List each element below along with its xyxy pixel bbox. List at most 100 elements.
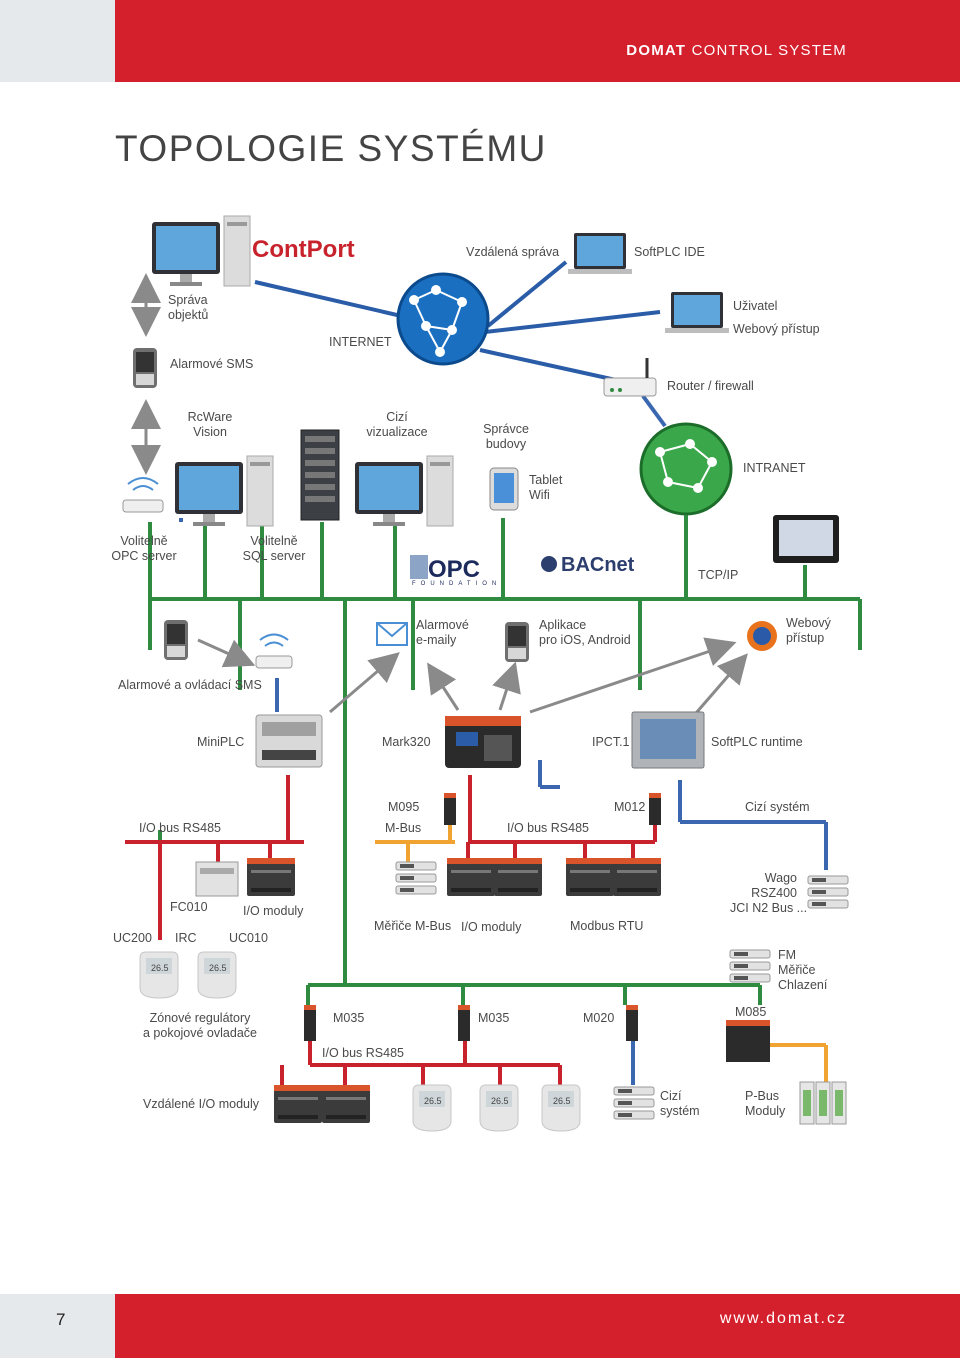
- ipct-icon: [631, 711, 705, 769]
- m085-icon: [726, 1020, 770, 1062]
- io-module-icon: [274, 1085, 322, 1123]
- label-irc: IRC: [175, 931, 197, 945]
- header-red-band: [115, 0, 960, 82]
- label-m035-2: M035: [478, 1011, 510, 1025]
- meter-icon: [395, 861, 437, 871]
- website-link[interactable]: www.domat.cz: [719, 1310, 847, 1327]
- thermostat-icon: [541, 1084, 581, 1132]
- label-io-bus: I/O bus RS485: [139, 821, 221, 835]
- label-m020: M020: [583, 1011, 615, 1025]
- label-mbus: M-Bus: [385, 821, 422, 835]
- server-rack-icon: [300, 429, 340, 521]
- thermostat-icon: [197, 951, 237, 999]
- tablet-icon: [489, 467, 519, 511]
- globe-internet-icon: [396, 272, 490, 366]
- m012-icon: [649, 793, 661, 825]
- io-module-icon: [322, 1085, 370, 1123]
- label-miniplc: MiniPLC: [197, 735, 245, 749]
- mark320-icon: [445, 716, 521, 768]
- blue-links: [179, 518, 828, 870]
- tcpip-network: [148, 515, 862, 1005]
- footer-red-band: [115, 1294, 960, 1358]
- internet-links: [254, 260, 661, 384]
- label-io-moduly-2: I/O moduly: [461, 920, 522, 934]
- mbus-network: [375, 825, 828, 1085]
- label-router: Router / firewall: [667, 379, 754, 393]
- wifi-router-icon: [122, 477, 164, 513]
- label-m085: M085: [735, 1005, 767, 1019]
- io-module-icon: [566, 858, 614, 896]
- page-number: 7: [56, 1310, 66, 1329]
- svg-text:OPC: OPC: [428, 556, 480, 583]
- brand-name: DOMAT CONTROL SYSTEM: [626, 42, 847, 59]
- meter-icon: [613, 1098, 655, 1108]
- label-tcpip: TCP/IP: [698, 568, 739, 582]
- label-softplc-runtime: SoftPLC runtime: [711, 735, 803, 749]
- label-fc010: FC010: [170, 900, 208, 914]
- contport-logo: ContPort: [252, 236, 355, 263]
- label-uc200: UC200: [113, 931, 152, 945]
- m035-icon: [304, 1005, 316, 1041]
- pc-icon: [354, 455, 454, 527]
- phone-icon: [133, 348, 157, 388]
- label-vzdalena-sprava: Vzdálená správa: [466, 245, 560, 259]
- label-alarmove-ovladaci: Alarmové a ovládací SMS: [118, 678, 262, 692]
- svg-text:BACnet: BACnet: [561, 554, 635, 576]
- label-m095: M095: [388, 800, 420, 814]
- pc-icon: [151, 215, 251, 287]
- m020-icon: [626, 1005, 638, 1041]
- footer-grey-block: [0, 1294, 115, 1358]
- thermostat-icon: [412, 1084, 452, 1132]
- label-io-bus-2: I/O bus RS485: [507, 821, 589, 835]
- meter-icon: [807, 875, 849, 885]
- label-m035: M035: [333, 1011, 365, 1025]
- browser-icon: [747, 621, 777, 651]
- header-grey-block: [0, 0, 115, 82]
- meter-icon: [729, 973, 771, 983]
- globe-intranet-icon: [639, 422, 733, 516]
- io-module-icon: [494, 858, 542, 896]
- wifi-router-icon: [255, 633, 293, 669]
- phone-icon: [505, 622, 529, 662]
- svg-text:ContPort: ContPort: [252, 236, 355, 263]
- io-module-icon: [247, 858, 295, 896]
- pbus-modules-icon: [799, 1081, 847, 1125]
- label-ipct: IPCT.1: [592, 735, 630, 749]
- m095-icon: [444, 793, 456, 825]
- email-icon: [376, 622, 408, 646]
- fc010-icon: [195, 861, 239, 897]
- label-uzivatel: Uživatel: [733, 299, 778, 313]
- io-module-icon: [613, 858, 661, 896]
- miniplc-icon: [255, 714, 323, 768]
- meter-icon: [613, 1110, 655, 1120]
- thermostat-icon: [479, 1084, 519, 1132]
- meter-icon: [395, 873, 437, 883]
- label-cizi-system: Cizí systém: [745, 800, 810, 814]
- meter-icon: [729, 949, 771, 959]
- meter-icon: [807, 899, 849, 909]
- label-internet: INTERNET: [329, 335, 392, 349]
- label-softplc-ide: SoftPLC IDE: [634, 245, 705, 259]
- label-webovy-pristup: Webový přístup: [733, 322, 820, 336]
- label-m012: M012: [614, 800, 646, 814]
- meter-icon: [613, 1086, 655, 1096]
- io-module-icon: [447, 858, 495, 896]
- page-title: TOPOLOGIE SYSTÉMU: [115, 128, 547, 169]
- label-vzdalene-io: Vzdálené I/O moduly: [143, 1097, 260, 1111]
- label-uc010: UC010: [229, 931, 268, 945]
- label-io-bus-3: I/O bus RS485: [322, 1046, 404, 1060]
- label-modbus-rtu: Modbus RTU: [570, 919, 644, 933]
